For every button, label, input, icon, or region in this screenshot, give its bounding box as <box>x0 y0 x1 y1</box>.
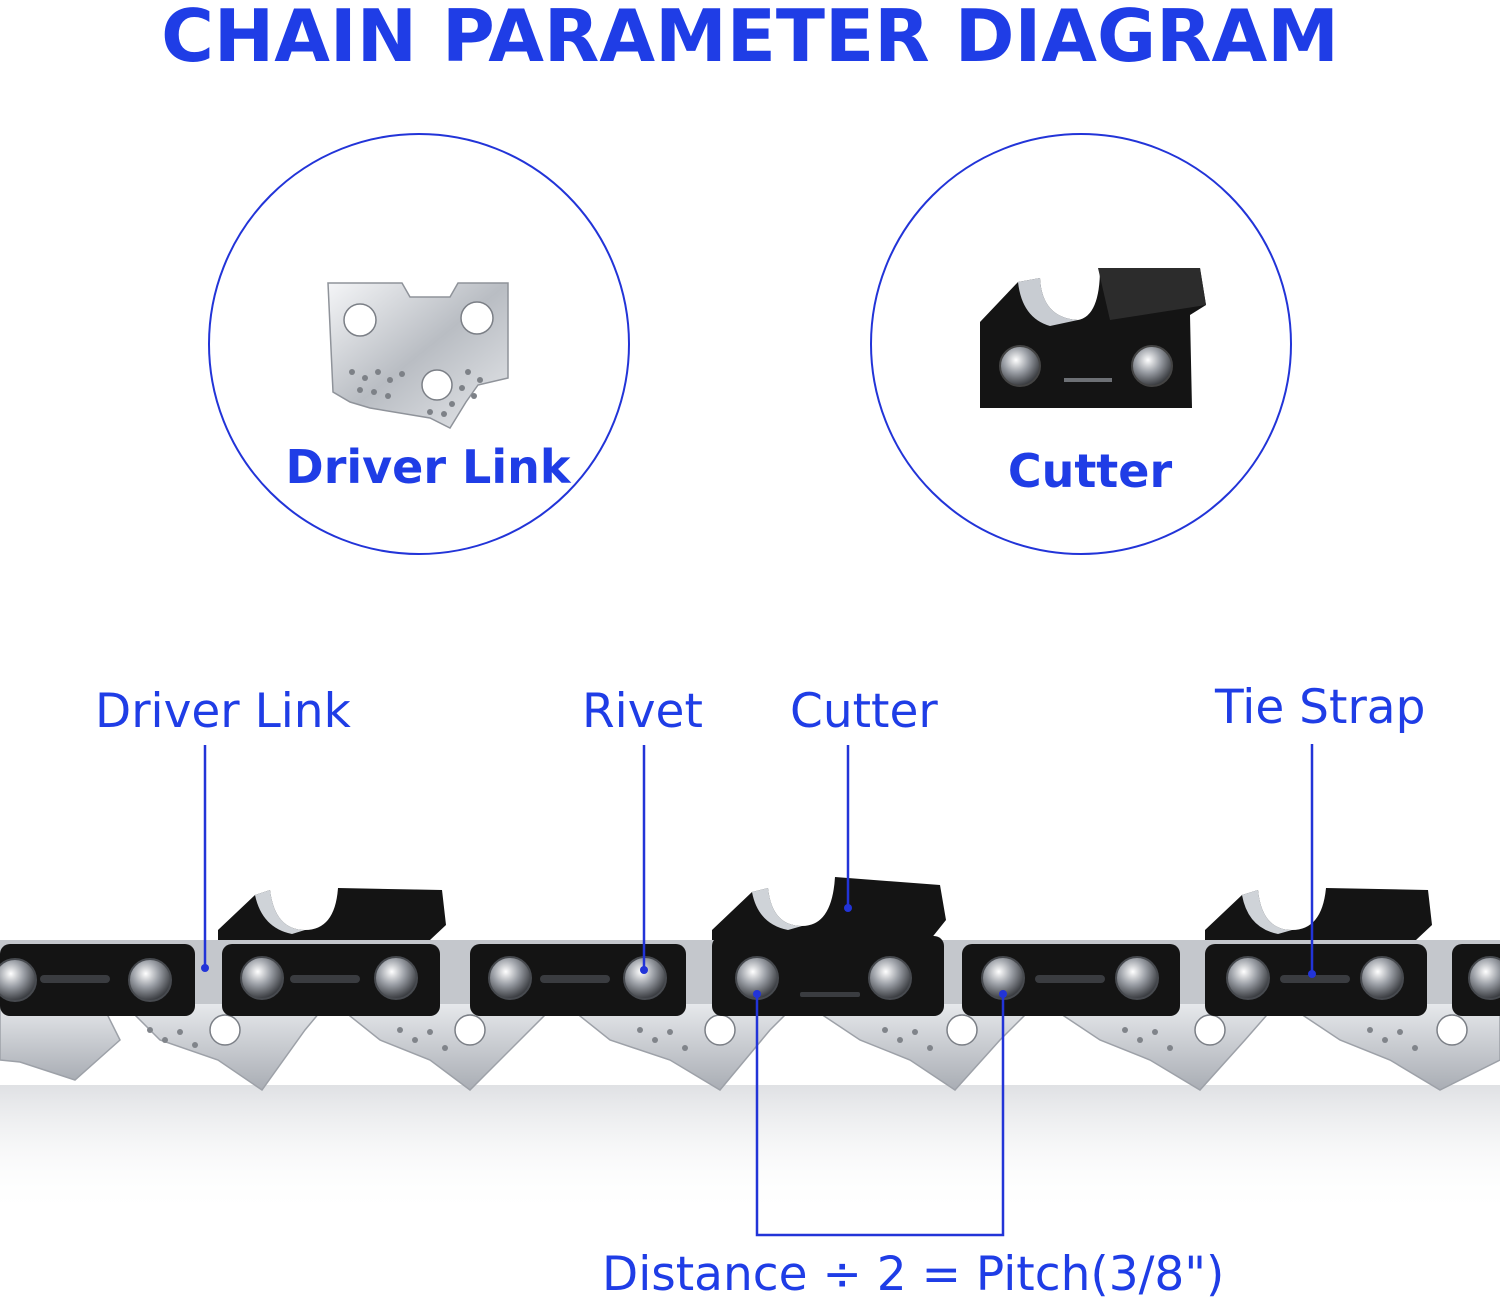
callout-tie-strap: Tie Strap <box>1215 680 1426 735</box>
pitch-bracket <box>755 994 1005 1237</box>
chain-reflection <box>0 1085 1500 1215</box>
cutter-part-icon <box>980 268 1206 408</box>
pitch-formula: Distance ÷ 2 = Pitch(3/8") <box>602 1247 1225 1302</box>
callout-rivet: Rivet <box>582 684 703 739</box>
cutter-circle <box>870 133 1292 555</box>
driver-link-circle-label: Driver Link <box>285 440 571 494</box>
driver-link-part-icon <box>327 282 509 429</box>
callout-driver-link: Driver Link <box>95 684 351 739</box>
page-title: CHAIN PARAMETER DIAGRAM <box>161 0 1339 78</box>
callout-cutter: Cutter <box>790 684 938 739</box>
cutter-circle-label: Cutter <box>1007 444 1173 498</box>
saw-chain <box>0 877 1500 1215</box>
driver-link-circle <box>208 133 630 555</box>
